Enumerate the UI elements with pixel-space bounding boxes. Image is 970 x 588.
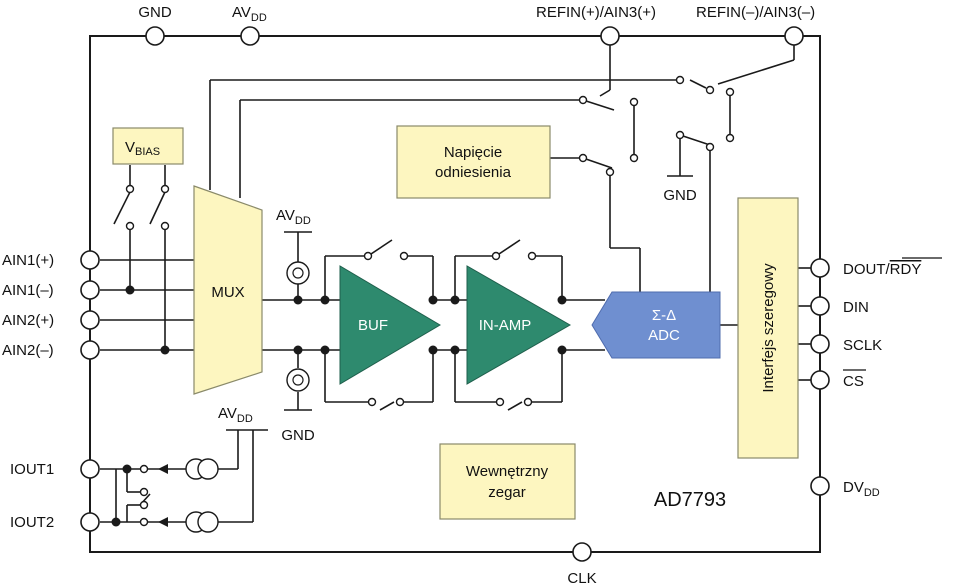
pin-dvdd [810,476,830,496]
clk-label: CLK [567,570,596,587]
ain1-neg-label: AIN1(–) [2,282,54,299]
refin-pos-label: REFIN(+)/AIN3(+) [536,4,656,21]
vref-block [396,125,551,199]
dvdd-label: DVDD [843,479,880,499]
buf-label: BUF [358,317,388,334]
serial-label: Interfejs szeregowy [760,263,777,393]
vbias-label: VBIAS [125,139,160,158]
iout2-label: IOUT2 [10,514,54,531]
dout-label: DOUT/RDY [843,261,921,278]
pin-cs [810,370,830,390]
gnd-current-source [286,368,310,392]
ain1-pos-label: AIN1(+) [2,252,54,269]
adc-label-line2: ADC [648,327,680,344]
switch-contacts [125,75,735,527]
gnd-top-label: GND [138,4,172,21]
pin-avdd-top [240,26,260,46]
iout2-arrow [158,517,168,527]
pin-ain1-pos [80,250,100,270]
junction-dots [111,285,567,527]
avdd-top-label: AVDD [232,4,267,24]
iout1-label: IOUT1 [10,461,54,478]
buf-amplifier [339,265,441,385]
pin-iout2 [80,512,100,532]
serial-block [737,197,799,459]
vbias-block [112,127,184,165]
avdd-bias-label: AVDD [276,207,311,227]
sclk-label: SCLK [843,337,882,354]
adc-label-line1: Σ-Δ [652,307,676,324]
inamp-amplifier [466,265,572,385]
din-label: DIN [843,299,869,316]
avdd-current-source [286,261,310,285]
pin-ain1-neg [80,280,100,300]
ain2-neg-label: AIN2(–) [2,342,54,359]
pin-refin-pos [600,26,620,46]
vref-label-line2: odniesienia [435,164,512,181]
ain2-pos-label: AIN2(+) [2,312,54,329]
mux-block [193,185,263,395]
chip-name-label: AD7793 [654,489,726,511]
adc-block [591,291,721,359]
refin-neg-label: REFIN(–)/AIN3(–) [696,4,815,21]
iout2-current-source [185,511,219,533]
pin-ain2-neg [80,340,100,360]
mux-label: MUX [211,284,244,301]
avdd-iout-label: AVDD [218,405,253,425]
iout1-arrow [158,464,168,474]
inamp-label: IN-AMP [479,317,532,334]
cs-label: CS [843,373,864,390]
pin-gnd-top [145,26,165,46]
clock-label-line2: zegar [488,484,526,501]
clock-label-line1: Wewnętrzny [466,463,549,480]
vref-label-line1: Napięcie [444,144,502,161]
gnd-ref-label: GND [663,187,697,204]
clock-block [439,443,576,520]
wires [100,44,812,523]
gnd-bias-label: GND [281,427,315,444]
pin-clk [572,542,592,562]
iout1-current-source [185,458,219,480]
pin-refin-neg [784,26,804,46]
pin-din [810,296,830,316]
pin-ain2-pos [80,310,100,330]
pin-dout [810,258,830,278]
pin-sclk [810,334,830,354]
pin-iout1 [80,459,100,479]
